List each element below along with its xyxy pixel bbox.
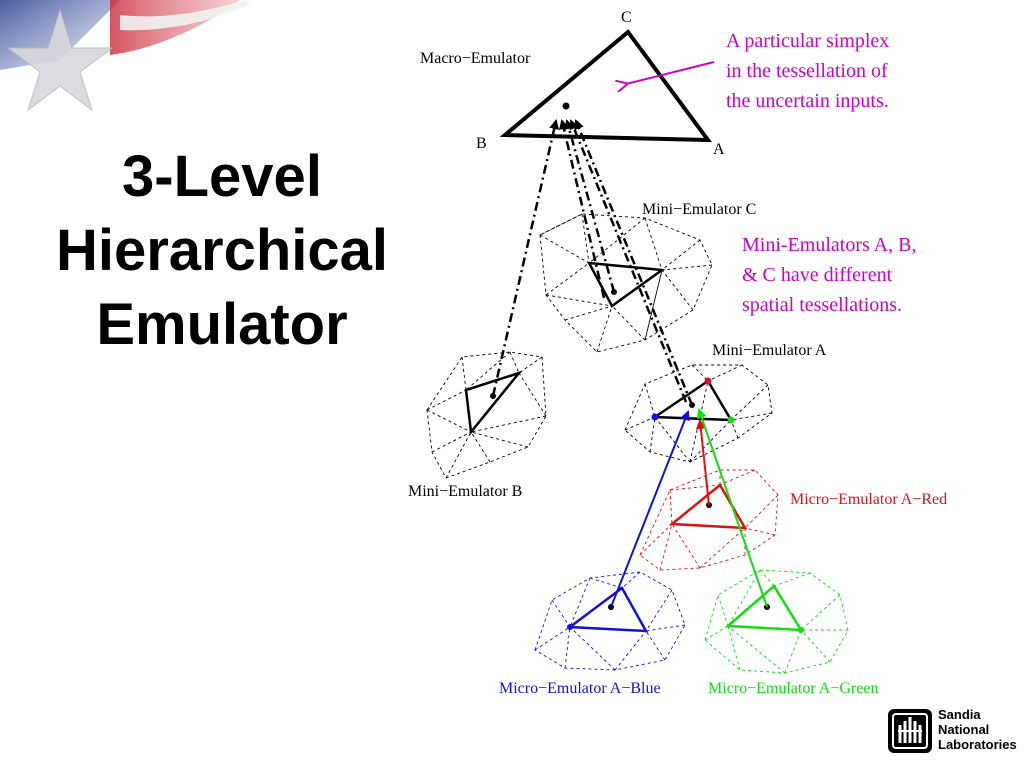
macro-point [562,102,570,110]
arrow-mini-b [491,119,560,397]
title-line: 3-Level [122,144,322,209]
micro-blue-label: Micro−Emulator A−Blue [499,680,661,697]
mini-a-simplex [651,379,734,422]
micro-green-vertex [798,627,804,633]
micro-blue-vertex [567,624,573,630]
micro-emulator-a-red [639,469,779,571]
micro-emulator-a-green [704,569,849,674]
vertex-a-label: A [713,141,725,158]
micro-green-label: Micro−Emulator A−Green [708,680,878,697]
simplex-annotation: A particular simplex in the tessellation… [726,30,894,112]
mini-a-vertex-red [704,377,712,385]
arrow-mini-c-1 [564,119,616,293]
star-icon [6,8,114,112]
macro-label: Macro−Emulator [420,50,531,67]
mini-emulator-b [426,351,547,479]
arrow-micro-green [696,408,768,608]
mini-b-label: Mini−Emulator B [408,483,522,500]
mini-a-vertex-blue [651,413,659,421]
mini-to-macro-arrows [491,119,694,406]
arrow-micro-red [695,419,710,506]
micro-green-simplex [724,584,804,632]
slide-title: 3-Level Hierarchical Emulator [22,140,422,362]
sandia-wordmark: Sandia National Laboratories [938,707,1017,752]
mini-a-label: Mini−Emulator A [712,342,827,359]
micro-emulator-a-blue [534,571,686,671]
arrow-mini-a [574,119,694,406]
micro-blue-simplex [566,586,649,633]
mini-emulator-a [624,364,773,463]
vertex-b-label: B [476,135,487,152]
macro-emulator: Macro−Emulator C B A [420,9,725,158]
vertex-c-label: C [621,9,632,26]
mini-annotation: Mini-Emulators A, B, & C have different … [742,234,921,316]
arrow-mini-c-2 [558,119,606,299]
arrow-mini-a-2 [569,119,688,403]
mini-emulator-c [539,213,713,353]
macro-simplex [499,29,713,143]
sandia-logo: Sandia National Laboratories [888,707,1017,757]
annotation-arrow [626,61,715,84]
mini-b-simplex [464,370,523,436]
micro-red-label: Micro−Emulator A−Red [790,491,947,508]
flag-star-decoration [0,0,250,112]
mini-c-label: Mini−Emulator C [642,201,756,218]
arrow-micro-blue [610,410,690,608]
mini-a-vertex-green [727,416,735,424]
title-line: Emulator [96,292,348,357]
title-line: Hierarchical [55,218,389,283]
sandia-thunderbird-icon [888,709,932,753]
